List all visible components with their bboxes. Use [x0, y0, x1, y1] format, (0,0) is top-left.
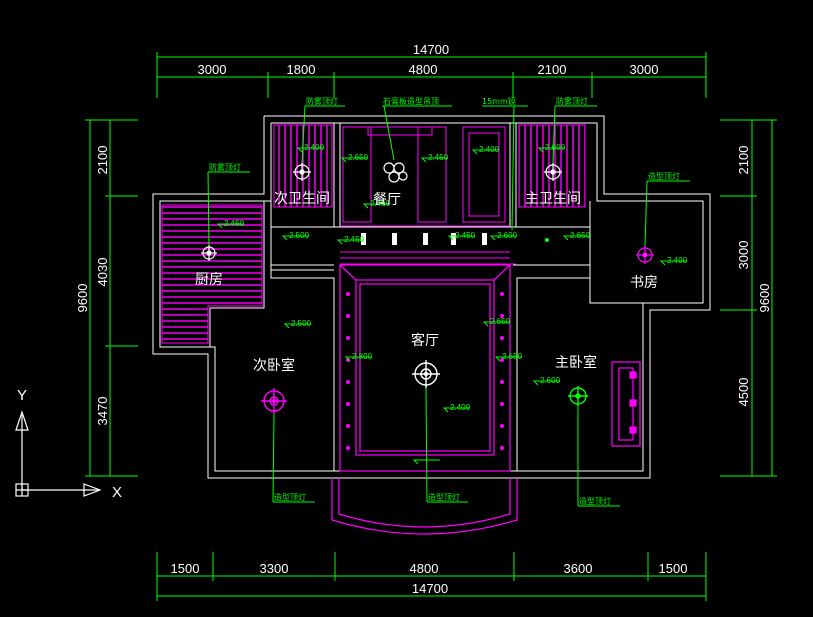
leader-lines [207, 105, 690, 507]
level-mark: 2.400 [667, 256, 688, 265]
dim-top-seg-4: 2100 [538, 62, 567, 77]
room-label-living: 客厅 [411, 332, 439, 349]
dim-bottom-seg-4: 3600 [564, 561, 593, 576]
dim-top-seg-1: 3000 [198, 62, 227, 77]
wardrobe [611, 361, 641, 447]
outer-walls [152, 115, 711, 479]
dim-top-seg-3: 4800 [409, 62, 438, 77]
level-mark-ticks [216, 147, 687, 465]
note-mirror: 15mm镜 [482, 96, 516, 106]
level-mark: 2.450 [224, 219, 245, 228]
level-mark: 2.650 [490, 317, 511, 326]
dim-top-seg-5: 3000 [630, 62, 659, 77]
room-label-second-bath: 次卫生间 [274, 191, 330, 207]
dimension-left [85, 119, 138, 477]
level-mark: 2.400 [304, 143, 325, 152]
note-fog-lamp-master-bath: 防雾顶灯 [556, 96, 588, 106]
level-mark: 2.650 [570, 231, 591, 240]
dim-right-seg-2: 3000 [736, 241, 751, 270]
dim-left-total: 9600 [75, 284, 90, 313]
dim-left-seg-3: 3470 [95, 397, 110, 426]
level-mark: 2.500 [289, 231, 310, 240]
dim-right-seg-1: 2100 [736, 146, 751, 175]
dim-top-total: 14700 [413, 42, 449, 57]
level-mark: 2.450 [428, 153, 449, 162]
dim-left-seg-1: 2100 [95, 146, 110, 175]
level-mark: 2.450 [455, 231, 476, 240]
level-mark: 2.500 [291, 319, 312, 328]
balcony [331, 478, 518, 535]
lamp-icon-study [636, 246, 654, 264]
level-mark: 2.450 [344, 235, 365, 244]
dim-right-total: 9600 [757, 284, 772, 313]
dim-bottom-seg-5: 1500 [659, 561, 688, 576]
room-label-second-bedroom: 次卧室 [253, 357, 295, 374]
room-label-master-bath: 主卫生间 [525, 191, 581, 207]
dining-spotlights [361, 233, 487, 245]
level-mark: 2.450 [370, 199, 391, 208]
dim-top-seg-2: 1800 [287, 62, 316, 77]
dining-chandelier-icon [383, 162, 408, 183]
dimension-right [720, 119, 777, 477]
axis-x-label: X [112, 484, 122, 501]
dim-right-seg-3: 4500 [736, 378, 751, 407]
ucs-axis-icon [15, 410, 102, 497]
lamp-icon-master-bedroom [568, 386, 588, 406]
room-label-dining: 餐厅 [373, 192, 401, 208]
level-mark: 2.600 [540, 376, 561, 385]
note-shaped-lamp-master-bedroom: 造型顶灯 [579, 496, 611, 506]
note-fog-lamp-second-bath: 防雾顶灯 [306, 96, 338, 106]
level-mark: 2.800 [352, 352, 373, 361]
dimension-bottom [156, 552, 707, 601]
dining-ceiling [340, 126, 516, 265]
lamp-icon-living [412, 360, 440, 388]
level-mark: 2.400 [479, 145, 500, 154]
note-shaped-lamp-living: 造型顶灯 [428, 492, 460, 502]
dim-bottom-total: 14700 [412, 581, 448, 596]
lamp-icon-kitchen [201, 245, 217, 261]
room-label-master-bedroom: 主卧室 [555, 354, 597, 371]
level-mark: 2.650 [348, 153, 369, 162]
dim-bottom-seg-1: 1500 [171, 561, 200, 576]
level-mark: 2.600 [545, 143, 566, 152]
level-mark: 2.400 [450, 403, 471, 412]
living-spotlight-dots [346, 238, 549, 450]
master-bath-ceiling-hatch [518, 124, 586, 208]
room-label-study: 书房 [630, 275, 658, 291]
note-shaped-lamp-second-bedroom: 造型顶灯 [274, 492, 306, 502]
level-mark: 2.650 [502, 352, 523, 361]
level-mark: 2.600 [497, 231, 518, 240]
room-label-kitchen: 厨房 [195, 272, 223, 288]
lamp-icon-second-bedroom [261, 388, 287, 414]
note-shaped-lamp-study: 造型顶灯 [648, 171, 680, 181]
living-ceiling-frame [339, 264, 511, 472]
axis-y-label: Y [17, 387, 27, 404]
interior-walls [209, 123, 643, 471]
lamp-icon-master-bath [544, 163, 562, 181]
dimension-top [156, 52, 707, 98]
kitchen-ceiling-hatch [161, 204, 263, 344]
dim-bottom-seg-3: 4800 [410, 561, 439, 576]
note-fog-lamp-kitchen: 防雾顶灯 [209, 162, 241, 172]
dim-bottom-seg-2: 3300 [260, 561, 289, 576]
note-gypsum-ceiling: 石膏板造型吊顶 [383, 96, 439, 106]
lamp-icon-second-bath [293, 163, 311, 181]
dim-left-seg-2: 4030 [95, 258, 110, 287]
